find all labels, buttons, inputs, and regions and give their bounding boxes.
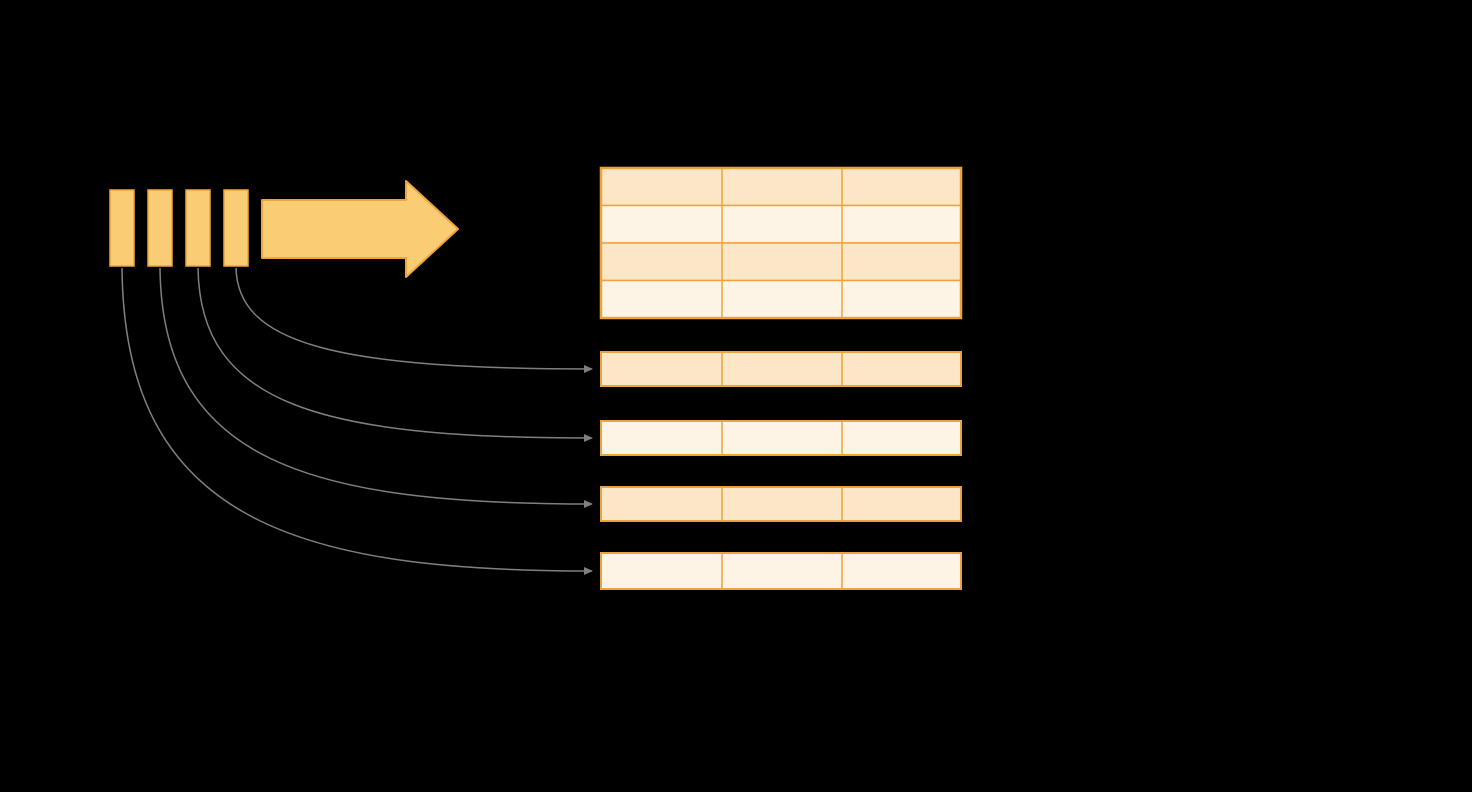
- record-bar-2: [147, 189, 173, 267]
- record-bar-4: [223, 189, 249, 267]
- connectors: [121, 267, 593, 575]
- main-table: [599, 166, 963, 320]
- record-row-4-body: [600, 552, 962, 590]
- main-table-row-4: [600, 279, 962, 319]
- connector-arrow-2: [197, 267, 593, 442]
- record-row-table-2: [600, 420, 962, 456]
- record-row-2-body: [600, 420, 962, 456]
- flow-arrow: [261, 180, 459, 278]
- record-row-table-1: [600, 351, 962, 387]
- record-row-3-body: [600, 486, 962, 522]
- connector-arrow-4: [121, 267, 593, 575]
- main-table-row-3: [600, 242, 962, 282]
- main-table-row-2: [600, 204, 962, 244]
- record-stream: [109, 189, 249, 267]
- record-row-1-body: [600, 351, 962, 387]
- record-row-table-4: [600, 552, 962, 590]
- connector-arrow-1: [235, 267, 593, 373]
- main-table-row-1: [600, 167, 962, 207]
- record-row-table-3: [600, 486, 962, 522]
- main-table-outer-border: [599, 166, 963, 320]
- connector-arrow-3: [159, 267, 593, 508]
- record-bar-3: [185, 189, 211, 267]
- record-bar-1: [109, 189, 135, 267]
